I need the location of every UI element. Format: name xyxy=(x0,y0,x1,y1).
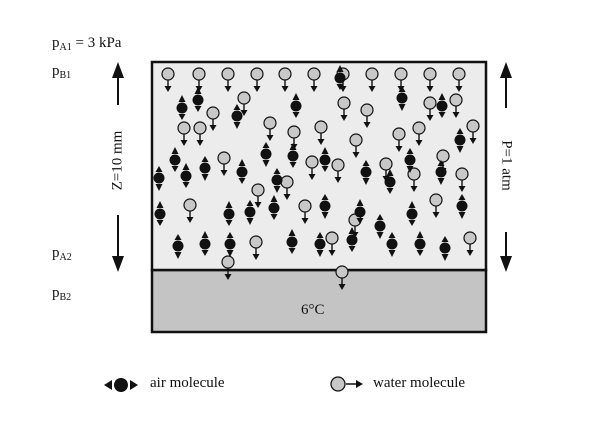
water-molecule xyxy=(263,116,277,141)
water-molecule xyxy=(237,91,251,116)
air-molecule xyxy=(169,147,181,172)
pressure-arrows xyxy=(500,62,512,272)
pressure-label: P=1 atm xyxy=(498,140,515,191)
air-molecule xyxy=(456,194,468,219)
air-molecule xyxy=(236,159,248,184)
air-molecule xyxy=(154,201,166,226)
pB2-label: pB2 xyxy=(52,285,72,303)
air-molecule xyxy=(224,232,236,257)
water-molecule xyxy=(177,121,191,146)
water-molecule xyxy=(249,235,263,260)
temperature-label: 6°C xyxy=(301,302,325,318)
water-molecule xyxy=(307,67,321,92)
air-molecule xyxy=(244,200,256,225)
air-molecule xyxy=(223,201,235,226)
air-molecule xyxy=(404,148,416,173)
water-molecule xyxy=(325,231,339,256)
water-molecule xyxy=(466,119,480,144)
air-molecule xyxy=(384,169,396,194)
water-molecule xyxy=(221,67,235,92)
air-molecule xyxy=(231,104,243,129)
water-molecule xyxy=(463,231,477,256)
air-molecule xyxy=(354,199,366,224)
height-label: Z=10 mm xyxy=(109,130,126,191)
air-molecule xyxy=(290,93,302,118)
air-molecule xyxy=(435,160,447,185)
water-molecule xyxy=(449,93,463,118)
water-molecule xyxy=(423,67,437,92)
air-molecule xyxy=(334,65,346,90)
air-molecule xyxy=(386,232,398,257)
water-molecule xyxy=(278,67,292,92)
molecules-group xyxy=(153,65,480,290)
water-molecule xyxy=(412,121,426,146)
air-molecule xyxy=(406,201,418,226)
water-molecule xyxy=(250,67,264,92)
air-molecule xyxy=(414,231,426,256)
water-molecule xyxy=(331,158,345,183)
water-molecule xyxy=(455,167,469,192)
legend-air-symbol xyxy=(104,378,138,392)
water-molecule xyxy=(365,67,379,92)
water-molecule xyxy=(217,151,231,176)
liquid-water-region xyxy=(150,268,488,334)
pB1-label: pB1 xyxy=(52,63,72,81)
air-molecule xyxy=(374,214,386,239)
water-molecule xyxy=(314,120,328,145)
air-molecule xyxy=(454,128,466,153)
water-molecule xyxy=(337,96,351,121)
pA2-label: pA2 xyxy=(52,245,72,263)
air-molecule xyxy=(199,231,211,256)
air-molecule xyxy=(192,87,204,112)
air-molecule xyxy=(360,160,372,185)
water-molecule xyxy=(183,198,197,223)
air-molecule xyxy=(436,93,448,118)
water-molecule xyxy=(335,265,349,290)
water-molecule xyxy=(360,103,374,128)
air-molecule xyxy=(439,236,451,261)
water-molecule xyxy=(392,127,406,152)
water-molecule xyxy=(452,67,466,92)
air-molecule xyxy=(268,195,280,220)
air-molecule xyxy=(319,147,331,172)
air-molecule xyxy=(172,234,184,259)
air-molecule xyxy=(199,156,211,181)
air-molecule xyxy=(271,168,283,193)
water-molecule xyxy=(206,106,220,131)
air-molecule xyxy=(287,143,299,168)
water-molecule xyxy=(429,193,443,218)
water-molecule xyxy=(287,125,301,150)
water-molecule xyxy=(193,121,207,146)
water-molecule xyxy=(349,133,363,158)
water-molecule xyxy=(221,255,235,280)
air-molecule xyxy=(319,194,331,219)
air-molecule xyxy=(314,232,326,257)
water-molecule xyxy=(423,96,437,121)
pA1-label: pA1 = 3 kPa xyxy=(52,35,122,53)
air-molecule xyxy=(396,86,408,111)
legend-water-label: water molecule xyxy=(373,375,466,391)
air-molecule xyxy=(176,95,188,120)
air-molecule xyxy=(153,166,165,191)
air-molecule xyxy=(260,142,272,167)
legend-water-symbol xyxy=(330,376,363,392)
water-molecule xyxy=(298,199,312,224)
air-molecule xyxy=(286,229,298,254)
water-molecule xyxy=(251,183,265,208)
air-molecule xyxy=(346,227,358,252)
air-molecule xyxy=(180,163,192,188)
legend-air-label: air molecule xyxy=(150,375,225,391)
height-dimension-arrows xyxy=(112,62,124,272)
water-molecule xyxy=(305,155,319,180)
water-molecule xyxy=(161,67,175,92)
